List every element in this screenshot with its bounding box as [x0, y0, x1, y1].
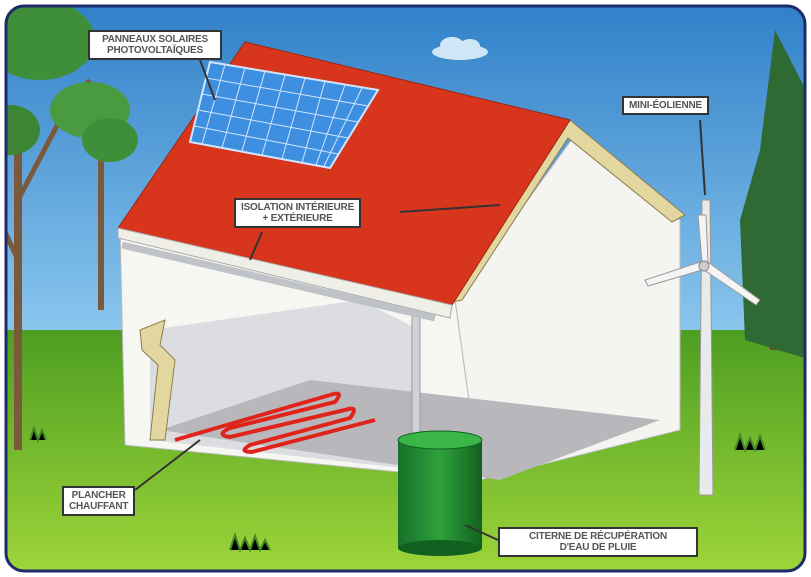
frame-border: [4, 4, 807, 573]
label-rain-tank-line2: d'eau de pluie: [559, 542, 637, 553]
roof-edge: [117, 227, 453, 319]
rain-tank: [397, 430, 483, 556]
grass-tufts: [29, 424, 766, 553]
label-insulation: Isolation intérieure + extérieure: [234, 198, 362, 228]
label-solar-panels: Panneaux solaires photovoltaïques: [88, 30, 222, 60]
label-insulation-line2: + extérieure: [262, 213, 333, 224]
downpipe: [411, 311, 421, 443]
label-insulation-line1: Isolation intérieure: [241, 202, 355, 213]
label-floor-heating-line1: Plancher: [71, 490, 126, 501]
floor-heating-pipe: [174, 391, 376, 455]
label-rain-tank-line1: Citerne de récupération: [528, 531, 667, 542]
tree-left: [6, 6, 138, 450]
label-wind-turbine: Mini-éolienne: [622, 96, 709, 115]
wall-insulation-section: [139, 319, 176, 441]
interior-floor: [160, 380, 660, 480]
solar-panel-icon: [188, 60, 380, 170]
label-floor-heating: Plancher chauffant: [62, 486, 136, 516]
tree-right: [740, 30, 805, 360]
cloud-icon: [432, 37, 488, 60]
label-pointers: [134, 59, 706, 541]
wind-turbine-icon: [644, 199, 761, 496]
label-rain-tank: Citerne de récupération d'eau de pluie: [498, 527, 698, 557]
label-floor-heating-line2: chauffant: [69, 501, 129, 512]
